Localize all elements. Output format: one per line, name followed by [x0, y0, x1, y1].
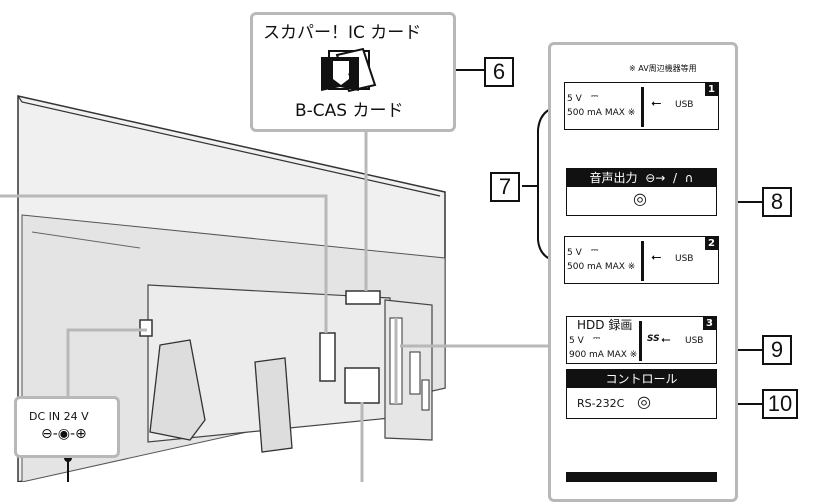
tv-seam-line	[31, 231, 141, 249]
usb2-number: 2	[705, 237, 718, 250]
dcin-box: DC IN 24 V ⊖‑◉‑⊕	[14, 396, 120, 458]
leader-lines	[0, 130, 548, 482]
tv-rear-illustration	[0, 66, 762, 482]
callout-7: 7	[490, 172, 520, 202]
usb1-number: 1	[705, 83, 718, 96]
tv-top-edge	[17, 95, 441, 197]
leader-dcin	[66, 328, 147, 396]
usb-icon: ⭠	[651, 96, 662, 111]
smartcard-caption: B-CAS カード	[295, 101, 404, 121]
usb-port-1: 1 5 V ⎓ 500 mA MAX ※ ⭠ USB	[564, 82, 719, 130]
dc-symbol-icon: ⎓	[593, 334, 601, 344]
hdmi-header-partial	[566, 472, 717, 482]
control-port: コントロール RS-232C ◎	[566, 369, 717, 419]
smartcard-box: スカパー！IC カード B-CAS B-CAS カード	[250, 12, 456, 132]
superspeed-mark: SS	[647, 334, 660, 344]
tv-port-slot-b	[409, 351, 421, 395]
usb1-label: USB	[675, 100, 694, 110]
rs232c-jack-icon: ◎	[637, 392, 651, 411]
card-slot-top-marker	[345, 290, 381, 305]
control-header: コントロール	[567, 370, 716, 388]
stand-right	[254, 357, 293, 453]
callout-6: 6	[484, 57, 514, 87]
dcin-label: DC IN 24 V	[29, 410, 89, 423]
control-port-label: RS-232C	[577, 397, 625, 410]
stand-left	[149, 339, 206, 441]
usb2-current: 500 mA MAX ※	[567, 262, 636, 272]
usb-port-2: 2 5 V ⎓ 500 mA MAX ※ ⭠ USB	[564, 236, 719, 284]
usb-icon: ⭠	[661, 332, 671, 346]
callout-8: 8	[762, 187, 792, 217]
dcin-marker	[139, 319, 153, 337]
usb-port-3-hdd: 3 HDD 録画 5 V ⎓ 900 mA MAX ※ SS ⭠ USB	[566, 316, 717, 364]
usb3-title: HDD 録画	[577, 318, 633, 332]
audio-slash: /	[672, 171, 678, 185]
usb-icon: ⭠	[651, 250, 662, 265]
usb2-voltage: 5 V	[567, 248, 582, 258]
card-slot-marker	[319, 332, 336, 382]
usb3-number: 3	[703, 317, 716, 330]
usb1-current: 500 mA MAX ※	[567, 108, 636, 118]
usb3-label: USB	[685, 336, 704, 346]
usb2-divider	[641, 241, 644, 281]
dc-symbol-icon: ⎓	[591, 92, 599, 102]
usb3-divider	[639, 321, 642, 361]
usb1-divider	[641, 87, 644, 127]
dc-polarity-icon: ⊖‑◉‑⊕	[41, 426, 87, 442]
line-out-icon: ⊖→	[641, 171, 670, 185]
tv-port-slot-c	[421, 379, 430, 411]
hdmi-marker	[344, 367, 380, 404]
smartcard-title: スカパー！IC カード	[263, 23, 422, 43]
usb2-label: USB	[675, 254, 694, 264]
audio-jack-icon: ◎	[633, 189, 647, 208]
audio-out-port: 音声出力 ⊖→ / ∩ ◎	[566, 168, 717, 216]
diagram-stage: スカパー！IC カード B-CAS B-CAS カード ※ AV周辺機器等用 1…	[0, 12, 798, 502]
dc-symbol-icon: ⎓	[591, 246, 599, 256]
leader-left-top	[0, 194, 328, 333]
headphones-icon: ∩	[680, 171, 694, 185]
usb3-current: 900 mA MAX ※	[569, 350, 638, 360]
callout-10: 10	[762, 389, 798, 419]
usb1-voltage: 5 V	[567, 94, 582, 104]
panel-note: ※ AV周辺機器等用	[629, 64, 697, 73]
audio-title: 音声出力	[589, 171, 638, 185]
usb3-voltage: 5 V	[569, 336, 584, 346]
audio-header: 音声出力 ⊖→ / ∩	[567, 169, 716, 187]
card-insert-icon	[321, 47, 377, 93]
callout-9: 9	[762, 335, 792, 365]
